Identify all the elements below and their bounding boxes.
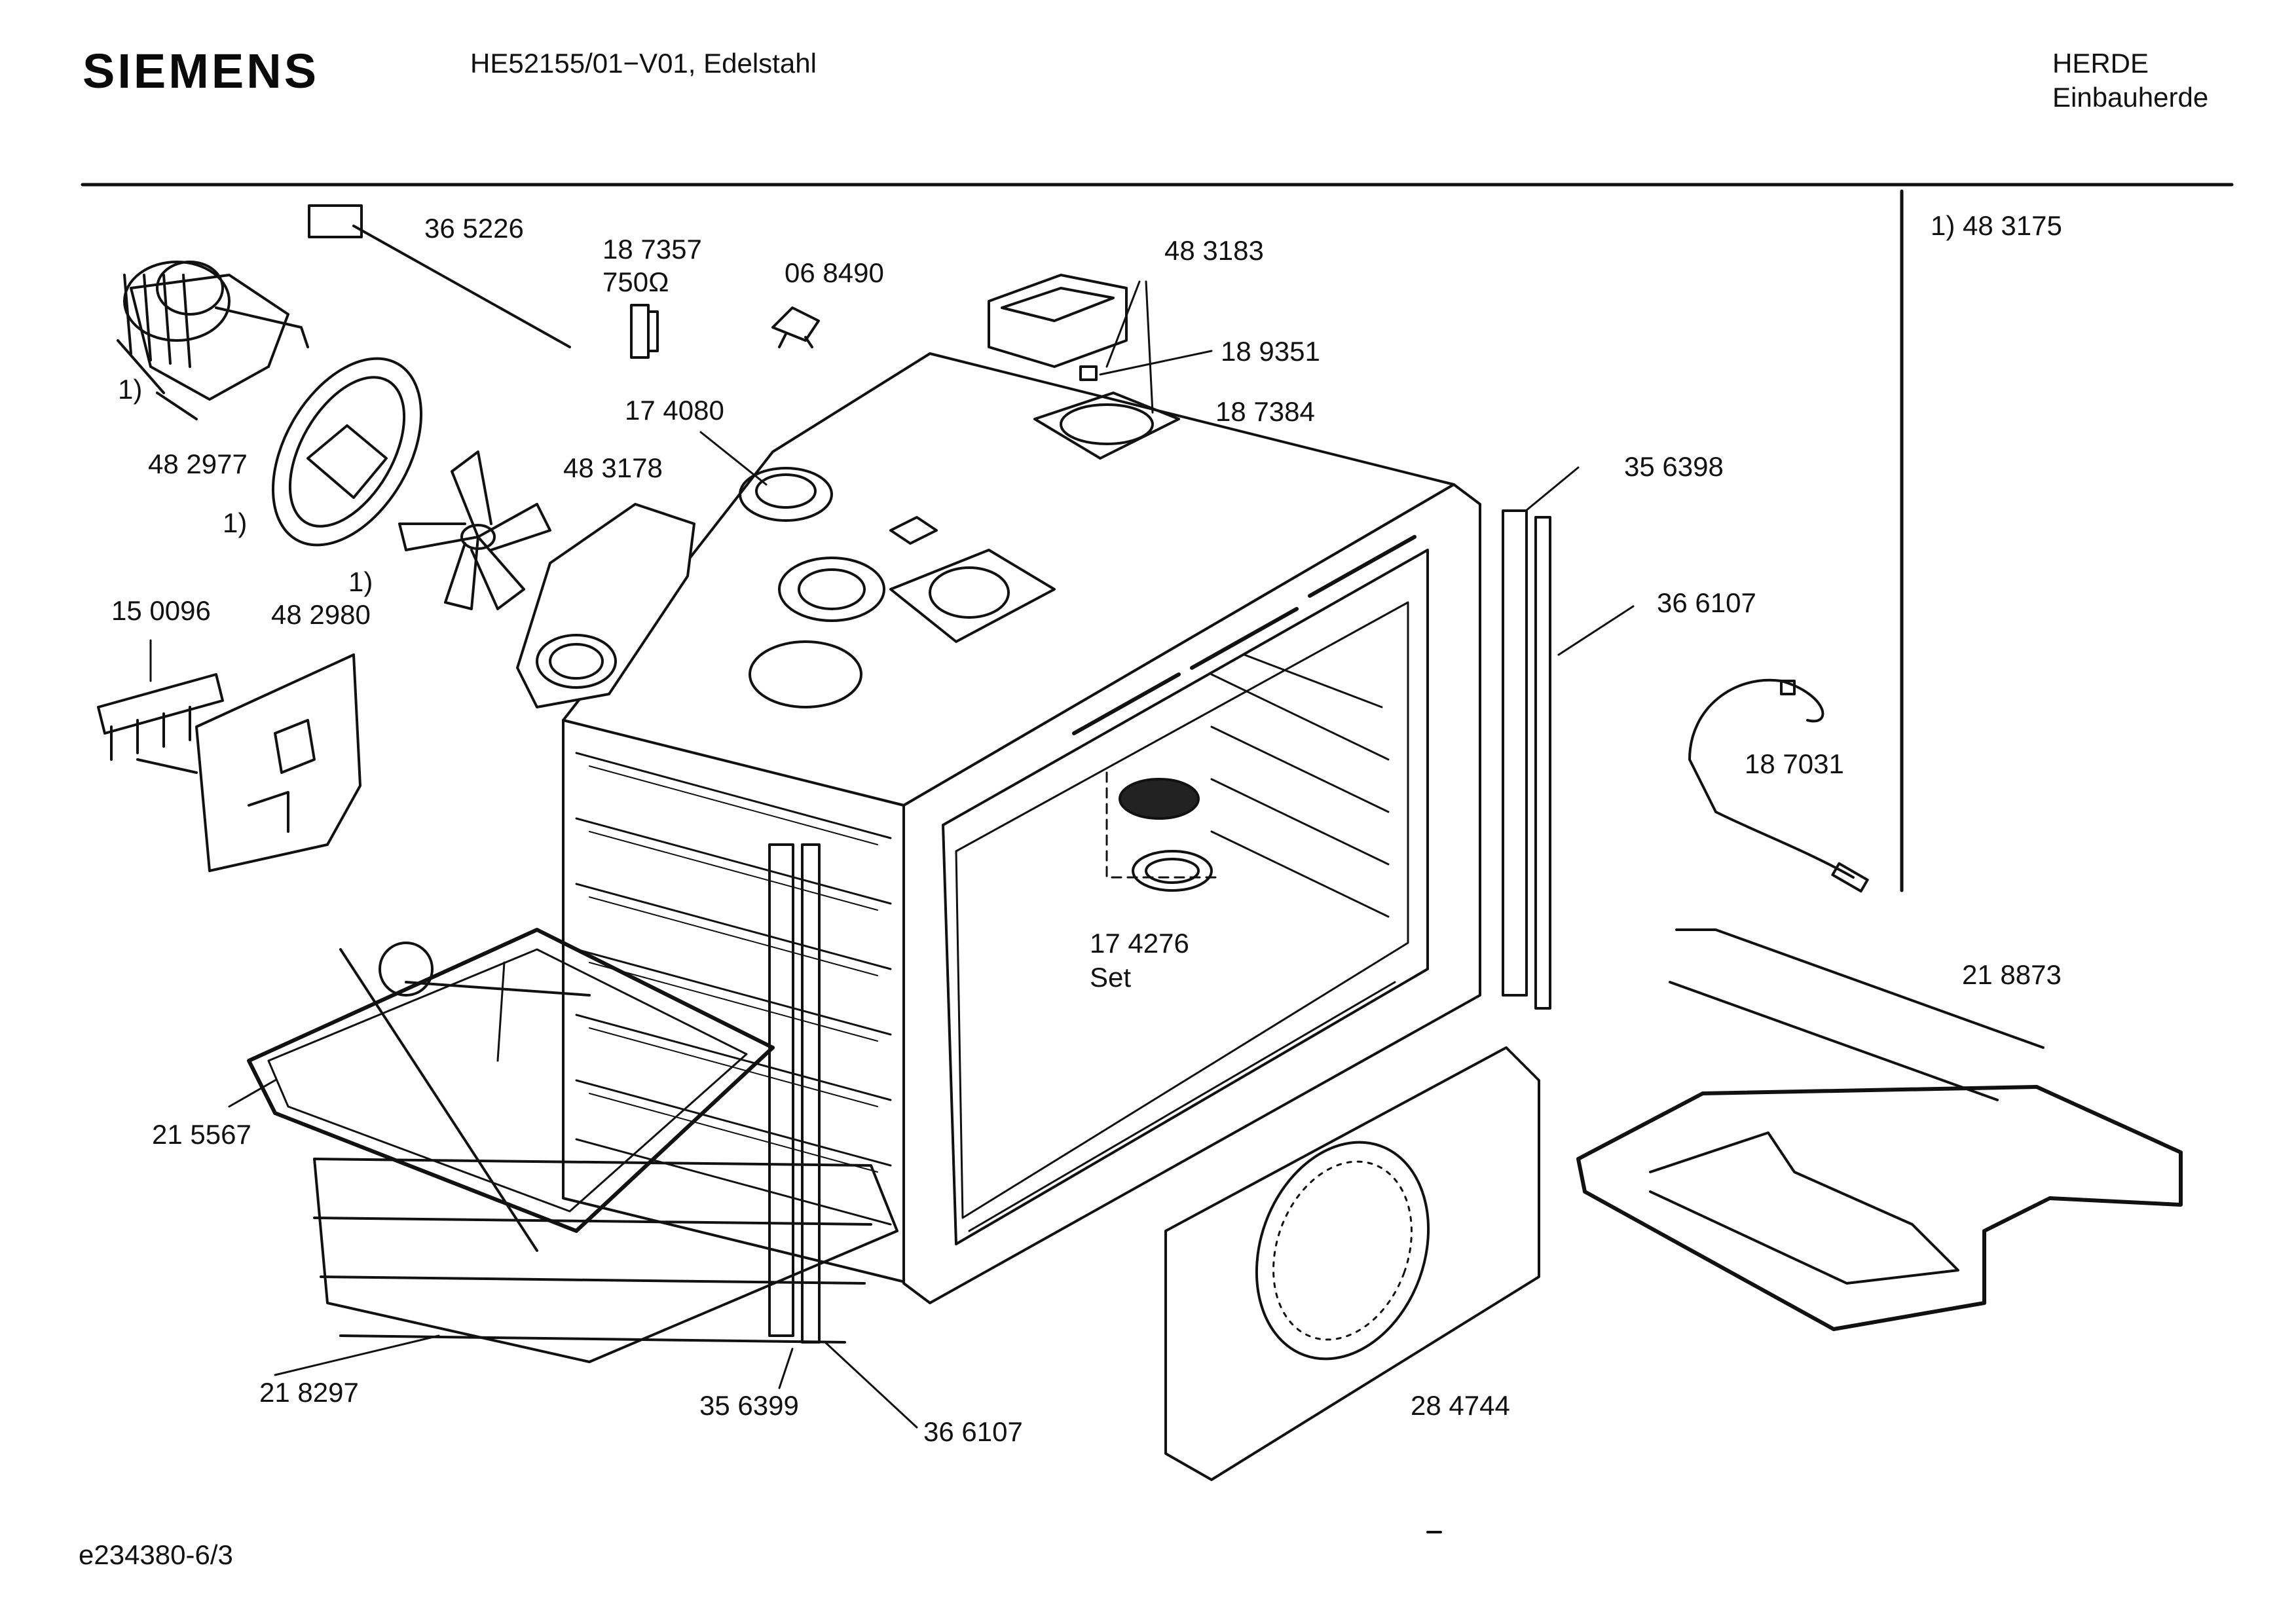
part-label: 36 5226: [424, 213, 524, 244]
footnote-marker: 1): [118, 374, 143, 405]
sensor-rod: [308, 204, 571, 348]
footnote-marker: 1): [223, 507, 248, 538]
part-label: 750Ω: [602, 266, 669, 297]
lamp-socket: [1079, 365, 1098, 381]
oven-cavity: [562, 352, 1481, 1304]
part-label: 21 8297: [259, 1377, 359, 1408]
insulation-mat: [313, 1158, 898, 1363]
brand-logo: SIEMENS: [83, 44, 320, 98]
fan-cover: [516, 503, 695, 708]
part-label: 15 0096: [111, 595, 211, 626]
side-rail-left: [768, 843, 821, 1344]
part-label: 36 6107: [923, 1416, 1023, 1447]
mounting-bracket: [195, 653, 361, 872]
part-label: 35 6399: [699, 1390, 799, 1421]
part-label: 18 9351: [1221, 336, 1320, 367]
leader-lines: [149, 280, 1635, 1429]
part-label: 21 5567: [152, 1119, 251, 1150]
circular-heating-element: [247, 928, 775, 1252]
back-panel: [1164, 1046, 1540, 1481]
part-label: 18 7031: [1745, 748, 1844, 779]
category-title: HERDE: [2052, 48, 2149, 79]
part-label: 21 8873: [1962, 959, 2062, 990]
part-label: 17 4276: [1090, 928, 1189, 959]
thermostat: [771, 306, 820, 348]
lamp-lens-set: [1105, 771, 1219, 892]
fan-back-plate: [271, 357, 423, 547]
terminal-block: [97, 673, 224, 774]
fan-blade: [398, 450, 551, 610]
footnote-marker: 1): [348, 566, 373, 597]
lamp-housing: [988, 274, 1128, 368]
part-label: 36 6107: [1657, 587, 1756, 618]
fan-motor: [117, 261, 309, 420]
footnote: 1) 48 3175: [1931, 210, 2062, 241]
part-label: Set: [1090, 962, 1132, 993]
drawing-id: e234380-6/3: [79, 1539, 233, 1570]
resistor: [630, 304, 659, 359]
probe-cable: [1688, 678, 1869, 893]
lamp-gasket: [1033, 392, 1180, 460]
part-label: 17 4080: [625, 395, 724, 426]
part-label: 48 2980: [271, 599, 371, 630]
side-rail-right: [1502, 509, 1551, 1010]
grill-heating-element: [1576, 928, 2183, 1331]
part-label: 48 3178: [563, 452, 663, 483]
category-subtitle: Einbauherde: [2052, 82, 2209, 113]
model-title: HE52155/01−V01, Edelstahl: [470, 48, 817, 79]
part-label: 48 3183: [1164, 235, 1264, 266]
knob-ring: [739, 467, 833, 522]
part-label: 48 2977: [148, 449, 248, 479]
part-label: 06 8490: [785, 257, 884, 288]
part-label: 35 6398: [1624, 451, 1724, 482]
part-label: 28 4744: [1411, 1390, 1510, 1421]
part-label: 18 7357: [602, 234, 702, 265]
part-label: 18 7384: [1215, 396, 1315, 427]
